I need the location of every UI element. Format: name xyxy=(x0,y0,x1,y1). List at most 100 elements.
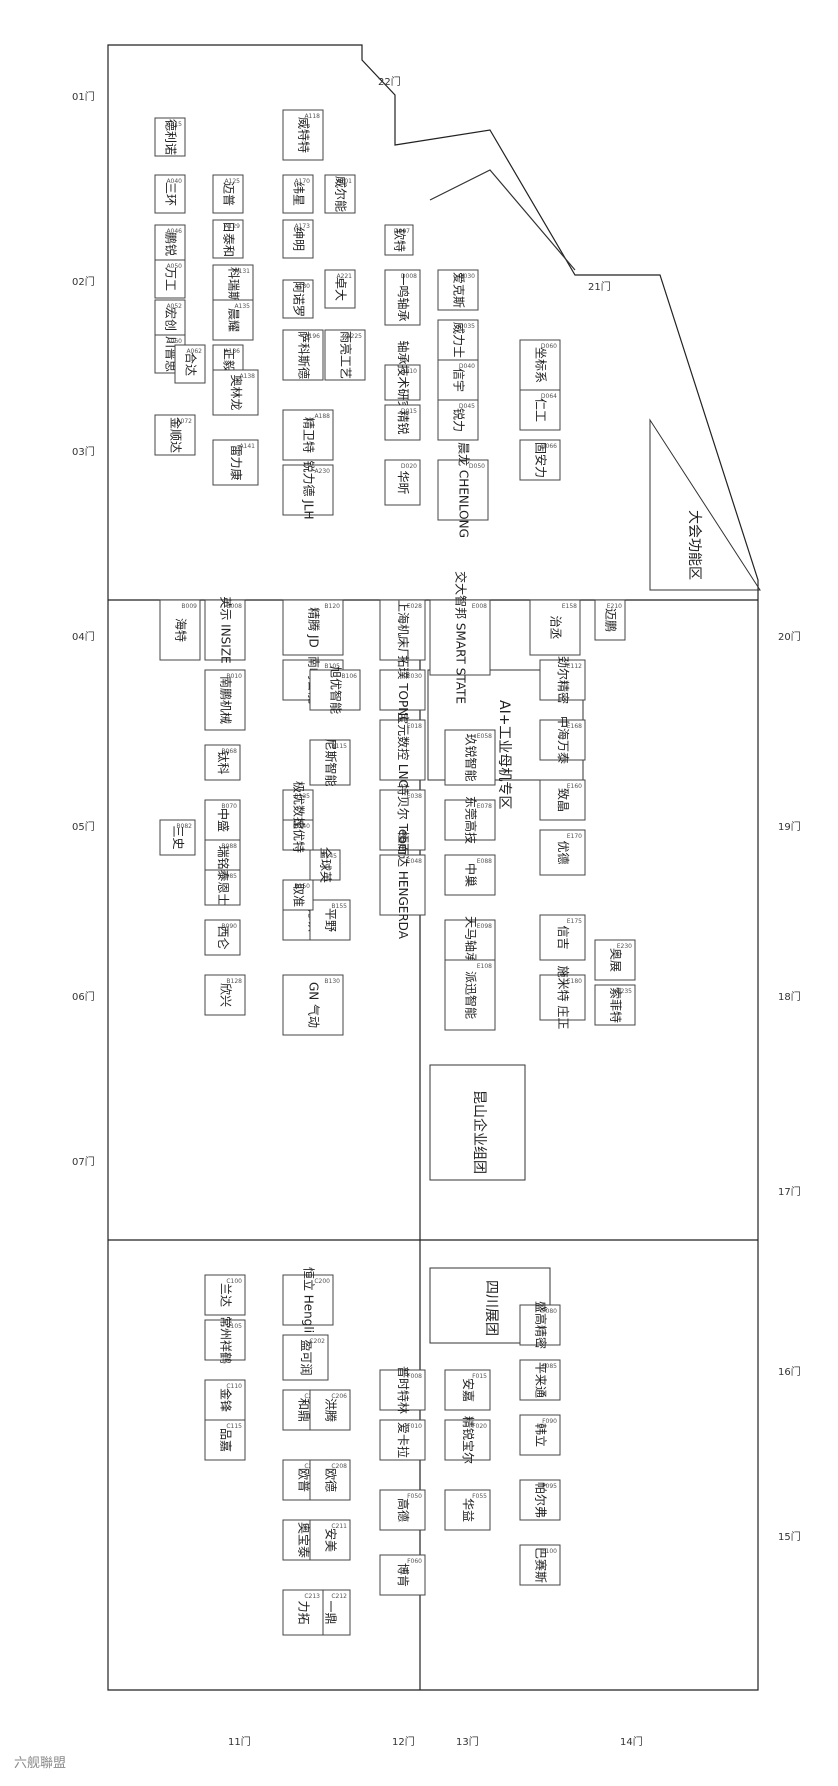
booth-label: 卓大 xyxy=(334,277,348,301)
